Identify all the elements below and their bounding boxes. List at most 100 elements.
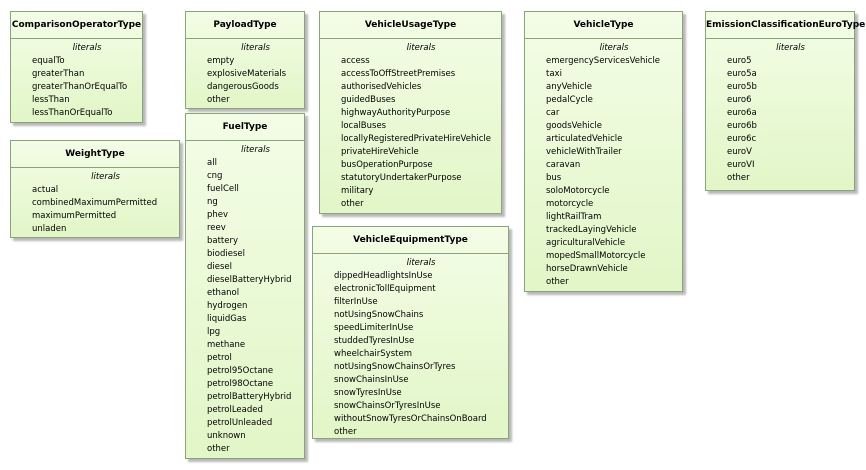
enum-literal: explosiveMaterials (207, 69, 287, 79)
enum-literal: other (546, 277, 569, 287)
literals-stereotype: literals (599, 43, 629, 53)
compartment-divider (186, 38, 304, 39)
compartment-divider (11, 38, 142, 39)
enum-literal: speedLimiterInUse (334, 323, 414, 333)
enum-literal: lightRailTram (546, 212, 602, 222)
class-vehicle-type[interactable]: VehicleType literals emergencyServicesVe… (524, 11, 683, 292)
enum-literal: car (546, 108, 560, 118)
enum-literal: other (207, 444, 230, 454)
enum-literal: horseDrawnVehicle (546, 264, 628, 274)
enum-literal: localBuses (341, 121, 387, 131)
enum-literal: unladen (32, 224, 67, 234)
enum-literal: euro6a (727, 108, 757, 118)
enum-literal: accessToOffStreetPremises (341, 69, 456, 79)
enum-literal: dieselBatteryHybrid (207, 275, 292, 285)
literals-stereotype: literals (406, 258, 436, 268)
enum-literal: greaterThan (32, 69, 85, 79)
enum-literal: privateHireVehicle (341, 147, 419, 157)
enum-literal: battery (207, 236, 239, 246)
enum-literal: filterInUse (334, 297, 378, 307)
enum-literal: notUsingSnowChainsOrTyres (334, 362, 456, 372)
enum-literal: euro5b (727, 82, 757, 92)
enum-literal: empty (207, 56, 235, 66)
literal-list: empty explosiveMaterials dangerousGoods oth… (207, 55, 304, 107)
compartment-divider (313, 253, 508, 254)
class-title: VehicleEquipmentType (353, 235, 468, 245)
enum-literal: snowChainsOrTyresInUse (334, 401, 441, 411)
enum-literal: other (341, 199, 364, 209)
enum-literal: caravan (546, 160, 581, 170)
enum-literal: methane (207, 340, 246, 350)
enum-literal: military (341, 186, 374, 196)
enum-literal: access (341, 56, 370, 66)
class-title: WeightType (65, 149, 125, 159)
class-title: ComparisonOperatorType (11, 20, 142, 30)
enum-literal: ng (207, 197, 218, 207)
enum-literal: petrol98Octane (207, 379, 274, 389)
class-title: VehicleUsageType (364, 20, 457, 30)
enum-literal: pedalCycle (546, 95, 593, 105)
enum-literal: lessThan (32, 95, 70, 105)
enum-literal: other (334, 427, 357, 437)
enum-literal: snowTyresInUse (334, 388, 402, 398)
enum-literal: wheelchairSystem (334, 349, 412, 359)
class-vehicle-usage-type[interactable]: VehicleUsageType literals access accessTo… (319, 11, 502, 214)
enum-literal: reev (207, 223, 226, 233)
class-title: EmissionClassificationEuroType (706, 20, 866, 30)
enum-literal: biodiesel (207, 249, 245, 259)
enum-literal: snowChainsInUse (334, 375, 409, 385)
enum-literal: motorcycle (546, 199, 594, 209)
enum-literal: agriculturalVehicle (546, 238, 626, 248)
enum-literal: ethanol (207, 288, 240, 298)
enum-literal: highwayAuthorityPurpose (341, 108, 451, 118)
literals-stereotype: literals (241, 43, 270, 53)
enum-literal: guidedBuses (341, 95, 396, 105)
enum-literal: dangerousGoods (207, 82, 279, 92)
literal-list: actual combinedMaximumPermitted maximumPer… (32, 184, 179, 236)
enum-literal: euro6b (727, 121, 757, 131)
enum-literal: actual (32, 185, 59, 195)
enum-literal: euroVI (727, 160, 755, 170)
class-vehicle-equipment-type[interactable]: VehicleEquipmentType literals dippedHead… (312, 226, 509, 439)
literals-stereotype: literals (406, 43, 436, 53)
enum-literal: greaterThanOrEqualTo (32, 82, 128, 92)
enum-literal: notUsingSnowChains (334, 310, 424, 320)
enum-literal: euro6c (727, 134, 757, 144)
enum-literal: dippedHeadlightsInUse (334, 271, 433, 281)
enum-literal: electronicTollEquipment (334, 284, 436, 294)
enum-literal: euro6 (727, 95, 752, 105)
enum-literal: diesel (207, 262, 233, 272)
enum-literal: cng (207, 171, 223, 181)
compartment-divider (186, 140, 304, 141)
literals-stereotype: literals (72, 43, 102, 53)
enum-literal: all (207, 158, 217, 168)
enum-literal: lpg (207, 327, 221, 337)
enum-literal: trackedLayingVehicle (546, 225, 637, 235)
class-emission-classification-euro-type[interactable]: EmissionClassificationEuroType literals … (705, 11, 866, 191)
class-payload-type[interactable]: PayloadType literals empty explosiveMater… (185, 11, 305, 109)
enum-literal: petrol (207, 353, 232, 363)
enum-literal: vehicleWithTrailer (546, 147, 622, 157)
enum-literal: maximumPermitted (32, 211, 117, 221)
enum-literal: combinedMaximumPermitted (32, 198, 158, 208)
literals-stereotype: literals (241, 145, 270, 155)
enum-literal: euro5a (727, 69, 757, 79)
enum-literal: unknown (207, 431, 246, 441)
compartment-divider (11, 167, 179, 168)
enum-literal: hydrogen (207, 301, 248, 311)
class-title: VehicleType (573, 20, 634, 30)
enum-literal: liquidGas (207, 314, 247, 324)
enum-literal: petrolLeaded (207, 405, 263, 415)
enum-literal: other (207, 95, 230, 105)
enum-literal: emergencyServicesVehicle (546, 56, 661, 66)
class-title: PayloadType (213, 20, 277, 30)
enum-literal: goodsVehicle (546, 121, 603, 131)
enum-literal: statutoryUndertakerPurpose (341, 173, 462, 183)
enum-literal: bus (546, 173, 562, 183)
